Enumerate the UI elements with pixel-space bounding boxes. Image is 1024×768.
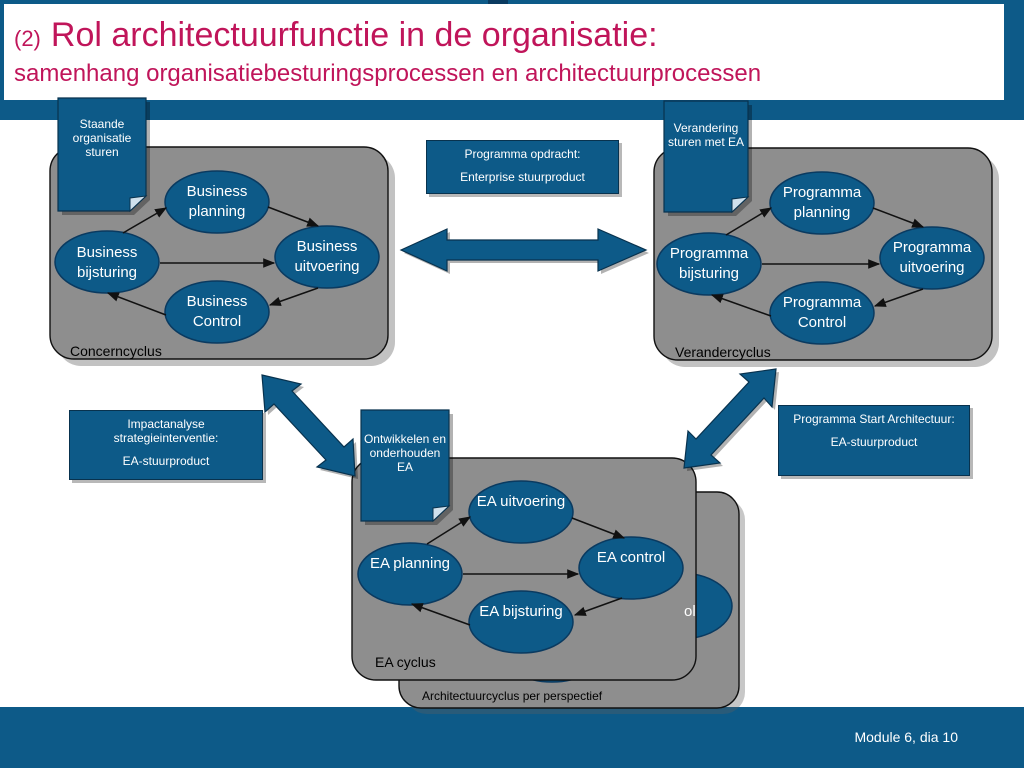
node-label-architectuur-partial: ol [684, 603, 696, 620]
box-programma-start-line2: EA-stuurproduct [830, 435, 918, 449]
programma-uitvoering-node [879, 226, 985, 290]
node-label-business-planning: Business planning [186, 183, 248, 220]
programma-bijsturing-node [656, 232, 762, 296]
label-architectuurcyclus: Architectuurcyclus per perspectief [422, 689, 603, 703]
node-label-ea-bijsturing: EA bijsturing [479, 603, 563, 620]
ea-uitvoering-node [468, 480, 574, 544]
slide-subtitle: samenhang organisatiebesturingsprocessen… [14, 60, 762, 87]
slide-title: (2) Rol architectuurfunctie in de organis… [14, 16, 658, 55]
slide-number: (2) [14, 26, 41, 51]
node-label-business-control: Business Control [186, 293, 248, 330]
label-ea-cyclus: EA cyclus [375, 654, 436, 670]
box-programma-start: Programma Start Architectuur: EA-stuurpr… [778, 405, 970, 476]
node-label-programma-bijsturing: Programma bijsturing [669, 245, 749, 282]
box-impactanalyse-line2: EA-stuurproduct [122, 454, 210, 468]
double-arrow-horizontal [399, 228, 649, 274]
box-programma-start-line1: Programma Start Architectuur: [793, 412, 955, 426]
business-uitvoering-node [274, 225, 380, 289]
ea-control-node [578, 536, 684, 600]
box-programma-opdracht-line1: Programma opdracht: [464, 147, 581, 161]
footer-text: Module 6, dia 10 [854, 729, 958, 745]
header-notch [488, 0, 508, 4]
ea-bijsturing-node [468, 590, 574, 654]
footer-band: Module 6, dia 10 [0, 707, 1024, 768]
note-verandering-sturen: Verandering sturen met EA [667, 121, 745, 149]
node-label-programma-planning: Programma planning [782, 184, 862, 221]
node-label-business-uitvoering: Business uitvoering [294, 238, 360, 275]
label-verandercyclus: Verandercyclus [675, 344, 771, 360]
node-label-business-bijsturing: Business bijsturing [76, 244, 138, 281]
double-arrow-left-diagonal [261, 374, 358, 479]
programma-planning-node [769, 171, 875, 235]
note-card-verandering [663, 100, 752, 216]
ea-planning-node [357, 542, 463, 606]
node-label-ea-planning: EA planning [369, 555, 451, 572]
note-card-ontwikkelen [360, 409, 453, 525]
header-panel [4, 4, 1004, 100]
note-staande-organisatie: Staande organisatie sturen [72, 117, 132, 159]
note-ontwikkelen-onderhouden: Ontwikkelen en onderhouden EA [363, 432, 447, 474]
node-label-programma-control: Programma Control [782, 294, 862, 331]
box-impactanalyse: Impactanalyse strategieinterventie: EA-s… [69, 410, 263, 480]
business-planning-node [164, 170, 270, 234]
slide-title-text: Rol architectuurfunctie in de organisati… [50, 16, 658, 54]
box-impactanalyse-line1: Impactanalyse strategieinterventie: [113, 417, 219, 445]
double-arrow-right-diagonal [683, 368, 779, 471]
box-programma-opdracht-line2: Enterprise stuurproduct [460, 170, 585, 184]
note-card-staande [57, 97, 150, 215]
box-programma-opdracht: Programma opdracht: Enterprise stuurprod… [426, 140, 619, 194]
programma-control-node [769, 281, 875, 345]
node-label-programma-uitvoering: Programma uitvoering [892, 239, 972, 276]
node-label-ea-uitvoering: EA uitvoering [476, 493, 566, 510]
node-label-ea-control: EA control [596, 549, 666, 566]
label-concerncyclus: Concerncyclus [70, 343, 162, 359]
business-control-node [164, 280, 270, 344]
